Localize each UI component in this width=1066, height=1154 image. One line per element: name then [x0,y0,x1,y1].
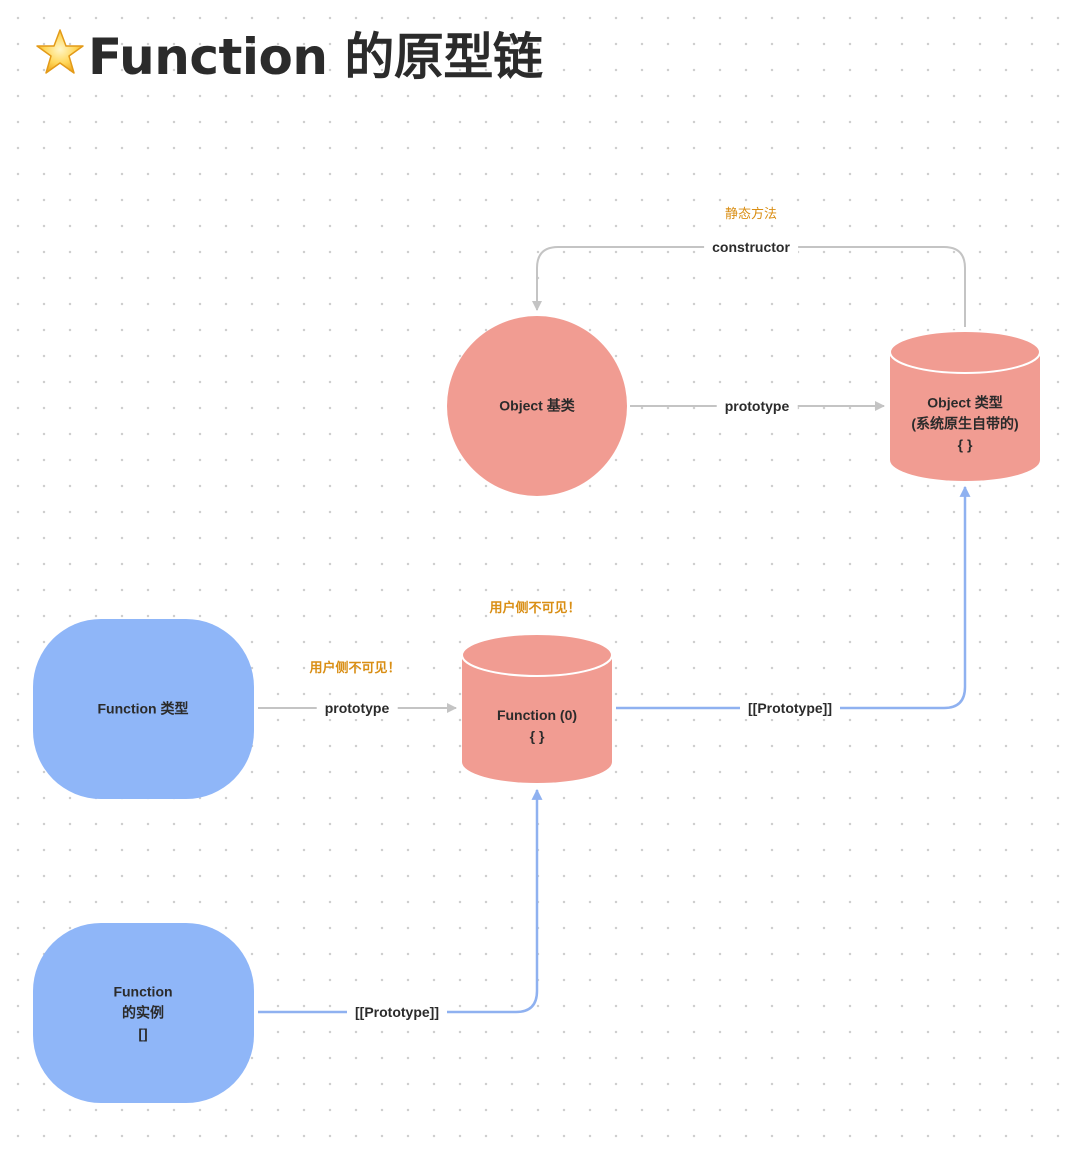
note-user-invisible-prototype: 用户侧不可见！ [309,660,401,675]
function-instance-label: Function 的实例 [] [113,983,173,1042]
function-instance-node[interactable] [33,923,254,1103]
edge-instance-proto [258,788,543,1014]
edge-label-function-zero-proto: [[Prototype]] [740,697,840,719]
note-static-method: 静态方法 [724,206,778,221]
function-type-node[interactable] [33,619,254,799]
function-zero-label: Function (0) { } [496,707,578,744]
edge-label-instance-proto: [[Prototype]] [347,1001,447,1023]
function-type-label: Function 类型 [97,700,189,717]
edge-function-zero-proto [616,485,971,710]
edge-label-function-prototype: prototype [316,697,398,719]
star-icon [36,29,84,74]
edge-label-object-prototype: prototype [716,395,798,417]
page-title-text: Function 的原型链 [88,28,543,86]
object-type-label: Object 类型 (系统原生自带的) { } [911,394,1019,453]
edge-label-constructor: constructor [704,236,798,258]
page-title: Function 的原型链 [34,20,543,86]
note-user-invisible-function-zero: 用户侧不可见！ [489,600,581,615]
object-type-node[interactable] [889,330,1041,481]
object-base-node[interactable] [447,316,627,496]
edge-constructor [532,246,966,327]
function-zero-node[interactable] [461,633,613,783]
object-base-label: Object 基类 [499,397,575,414]
